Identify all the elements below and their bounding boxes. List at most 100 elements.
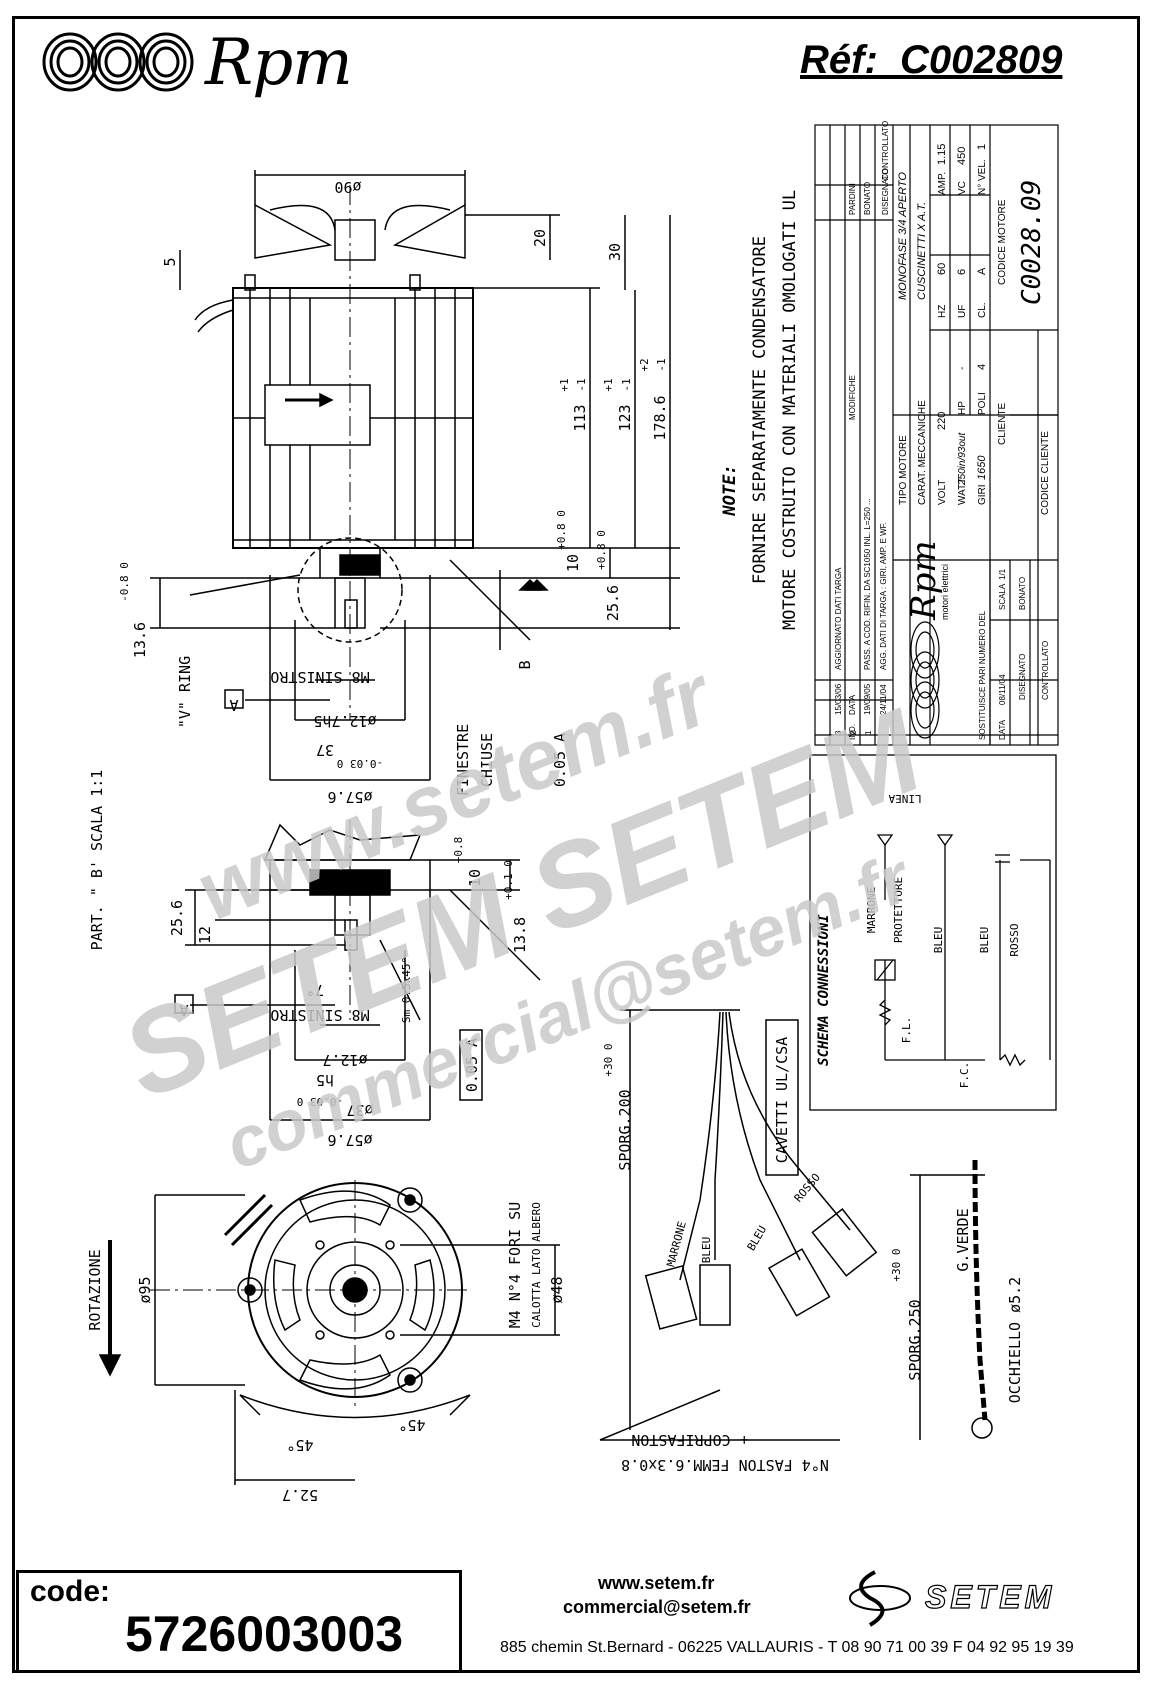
- label-faston: N°4 FASTON FEMM.6.3x0.8: [621, 1456, 829, 1474]
- dim-d178-plus: +2: [638, 358, 651, 371]
- tb-uf: 6: [956, 269, 968, 275]
- dim-d10c: 10: [466, 869, 484, 887]
- tb-r2-ind: 2: [849, 730, 858, 735]
- dim-d37b: ø37: [346, 1101, 373, 1119]
- dim-d136-tol: -0.8 0: [118, 562, 131, 602]
- label-m4: M4 N°4 FORI SU: [506, 1202, 524, 1328]
- dim-d5: 5: [161, 257, 179, 266]
- dim-d12: 12: [196, 926, 214, 944]
- brand-logo-text: Rpm: [205, 26, 353, 100]
- tb-r1-mod: AGG. DATI DI TARGA : GIRI, AMP. E WF.: [879, 522, 888, 670]
- reference: Réf: C002809: [800, 38, 1063, 82]
- tb-watt-label: WATT: [957, 478, 968, 505]
- label-rotazione: ROTAZIONE: [86, 1249, 104, 1330]
- dim-d178: 178.6: [651, 395, 669, 440]
- dim-d90: ø90: [334, 178, 361, 196]
- dim-d37-tol: -0.03 0: [337, 757, 383, 770]
- schema-marrone: MARRONE: [865, 887, 878, 933]
- tb-pardini: PARDINI: [848, 183, 857, 215]
- dim-d7: 7°: [306, 981, 324, 999]
- tb-amp-label: AMP.: [937, 172, 948, 195]
- tb-disegnato-label: DISEGNATO: [1018, 654, 1027, 700]
- tb-data-label: DATA: [998, 719, 1007, 740]
- tb-nvel: 1: [976, 144, 988, 150]
- tb-giri: 1650: [976, 455, 988, 480]
- part-b-detail: [174, 820, 541, 1121]
- tb-r1-data: 24/11/04: [879, 684, 888, 715]
- tb-scala: 1/1: [998, 568, 1007, 580]
- code-value: 5726003003: [125, 1606, 404, 1662]
- cables: [599, 1009, 993, 1441]
- tb-amp: 1.15: [936, 144, 948, 165]
- tb-rev-dis: DISEGNATO: [881, 169, 890, 215]
- tb-codcli-label: CODICE CLIENTE: [1040, 431, 1051, 515]
- dim-d10: 10: [564, 554, 582, 572]
- tol-box-2: 0.05 A: [463, 1038, 481, 1092]
- watermark: www.setem.fr SETEM SETEM commercial@sete…: [105, 646, 941, 1184]
- tb-rev-contr: CONTROLLATO: [881, 121, 890, 180]
- label-cable-rosso: ROSSO: [792, 1171, 823, 1205]
- dim-d10c-tol: +0.8: [452, 837, 465, 864]
- tb-controllato-label: CONTROLLATO: [1041, 641, 1050, 700]
- dim-d113-minus: -1: [575, 378, 588, 391]
- tb-disegnato: BONATO: [1018, 577, 1027, 610]
- tb-bonato: BONATO: [863, 182, 872, 215]
- tb-hp: -: [957, 367, 968, 370]
- dim-d25: 25.6: [604, 585, 622, 621]
- tb-rev-mod: MODIFICHE: [848, 375, 857, 420]
- tb-poli-label: POLI: [977, 392, 988, 415]
- setem-logo: SETEM: [849, 1570, 1052, 1627]
- dim-d113-plus: +1: [558, 378, 571, 391]
- tb-r2-data: 19/09/05: [863, 683, 872, 715]
- tb-r1-ind: 1: [864, 730, 873, 735]
- label-v-ring: "V" RING: [176, 656, 194, 728]
- label-sm: Sm 0.5x45°: [400, 957, 413, 1023]
- dim-d256b: 25.6: [168, 900, 186, 936]
- dim-d178-minus: -1: [655, 358, 668, 371]
- tb-poli: 4: [976, 364, 988, 370]
- tb-hz-label: HZ: [937, 305, 948, 318]
- dim-d127: ø12.7h5: [313, 712, 376, 730]
- datum-a-1: A: [229, 696, 238, 714]
- tb-tipo-label: TIPO MOTORE: [898, 435, 909, 505]
- tb-hp-label: HP: [957, 401, 968, 415]
- schema-bleu2: BLEU: [978, 927, 991, 954]
- tb-r3-ind: 3: [834, 730, 843, 735]
- label-m8: M8 SINISTRO: [270, 668, 369, 686]
- dim-d127b: ø12.7: [322, 1051, 367, 1069]
- tb-volt: 220: [936, 412, 948, 430]
- dim-d136: 13.6: [131, 622, 149, 658]
- label-gverde: G.VERDE: [954, 1208, 972, 1271]
- schema-fc: F.C.: [958, 1062, 971, 1089]
- label-occhiello: OCCHIELLO ø5.2: [1006, 1277, 1024, 1403]
- tb-carat: CUSCINETTI X A.T.: [916, 202, 928, 300]
- label-sporg200-tol: +30 0: [602, 1043, 615, 1076]
- footer-website[interactable]: www.setem.fr: [598, 1573, 715, 1593]
- label-cable-bleu2: BLEU: [745, 1224, 770, 1253]
- footer-email[interactable]: commercial@setem.fr: [563, 1597, 751, 1617]
- schema-title: SCHEMA CONNESSIONI: [816, 914, 832, 1066]
- tb-r3-data: 15/03/06: [834, 683, 843, 715]
- tb-tipo: MONOFASE 3/4 APERTO: [897, 172, 909, 300]
- tb-codmot-label: CODICE MOTORE: [997, 199, 1008, 285]
- tb-brand: Rpm: [904, 540, 944, 621]
- dim-d10b-tol: +0.8 0: [595, 530, 608, 570]
- tol-box-1: 0.05 A: [551, 733, 569, 787]
- tb-cl: A: [976, 267, 988, 275]
- dim-d123-plus: +1: [602, 378, 615, 391]
- tb-rev-data: DATA: [848, 694, 857, 715]
- notes-title: NOTE:: [720, 464, 740, 516]
- tb-vc-label: VC: [957, 181, 968, 195]
- dim-d20: 20: [531, 229, 549, 247]
- code-label: code:: [30, 1575, 111, 1608]
- label-calotta: CALOTTA LATO ALBERO: [530, 1202, 543, 1328]
- title-block-texts: IND. DATA MODIFICHE DISEGNATO CONTROLLAT…: [834, 121, 1051, 740]
- tb-brand-sub: motori elettrici: [940, 564, 950, 620]
- tb-r3-mod: AGGIORNATO DATI TARGA: [834, 567, 843, 670]
- code-box: [16, 1570, 462, 1673]
- label-part-b: PART. " B' SCALA 1:1: [88, 770, 106, 951]
- label-chiuse: CHIUSE: [478, 733, 496, 787]
- title-block: [814, 124, 1059, 746]
- tb-scala-label: SCALA: [998, 583, 1007, 610]
